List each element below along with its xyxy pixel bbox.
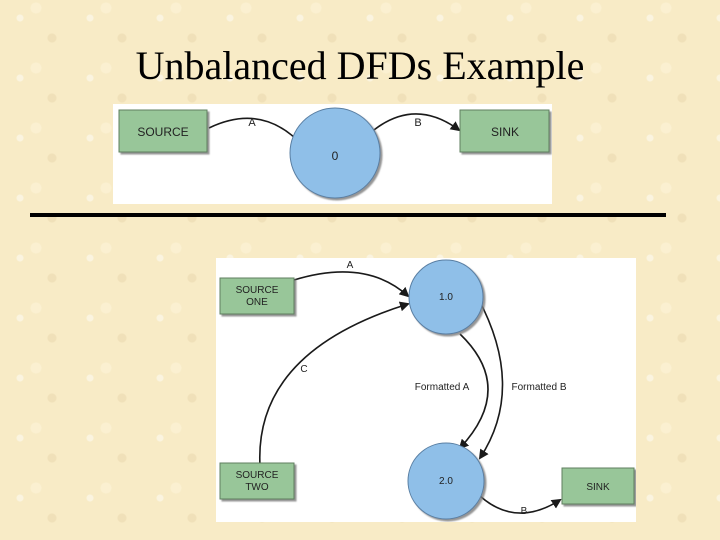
context-diagram: SOURCE 0 SINK A B — [113, 104, 552, 204]
flow-a-label: A — [347, 260, 354, 271]
flow-b-label: B — [521, 506, 528, 517]
source-two-entity — [219, 462, 295, 500]
sink-entity — [561, 467, 635, 505]
flow-c-label: C — [300, 364, 307, 375]
sink-entity — [459, 109, 550, 153]
source-entity — [118, 109, 208, 153]
context-diagram-canvas: SOURCE 0 SINK A B — [118, 107, 550, 199]
process-1 — [408, 259, 484, 335]
source-one-entity — [219, 277, 295, 315]
sink-entity-label: SINK — [491, 125, 519, 139]
flow-b-arrow — [368, 113, 461, 135]
source-one-label-line2: ONE — [246, 297, 268, 308]
sink-label: SINK — [586, 482, 610, 493]
flow-b-label: B — [414, 117, 421, 129]
slide-title: Unbalanced DFDs Example — [135, 43, 585, 88]
process-0-label: 0 — [332, 149, 339, 163]
level-0-diagram: SOURCE ONE SOURCE TWO 1.0 2.0 SINK A C F… — [216, 258, 636, 522]
flow-c-arrow — [259, 301, 410, 467]
level-0-diagram-canvas: SOURCE ONE SOURCE TWO 1.0 2.0 SINK A C F… — [219, 259, 635, 520]
flow-a-arrow — [293, 271, 410, 298]
process-2 — [407, 442, 485, 520]
flow-b-arrow — [479, 495, 562, 514]
source-one-label-line1: SOURCE — [236, 285, 279, 296]
flow-a-arrow — [208, 117, 305, 148]
flow-formatted-a-label: Formatted A — [415, 382, 470, 393]
source-two-label-line2: TWO — [245, 482, 269, 493]
source-two-label-line1: SOURCE — [236, 470, 279, 481]
divider-line — [30, 213, 666, 217]
process-2-label: 2.0 — [439, 476, 453, 487]
process-1-label: 1.0 — [439, 292, 453, 303]
flow-formatted-b-label: Formatted B — [511, 382, 566, 393]
flow-formatted-b-arrow — [477, 297, 504, 460]
flow-formatted-a-arrow — [458, 333, 489, 450]
flow-a-label: A — [248, 117, 256, 129]
source-entity-label: SOURCE — [137, 125, 188, 139]
process-0 — [289, 107, 381, 199]
